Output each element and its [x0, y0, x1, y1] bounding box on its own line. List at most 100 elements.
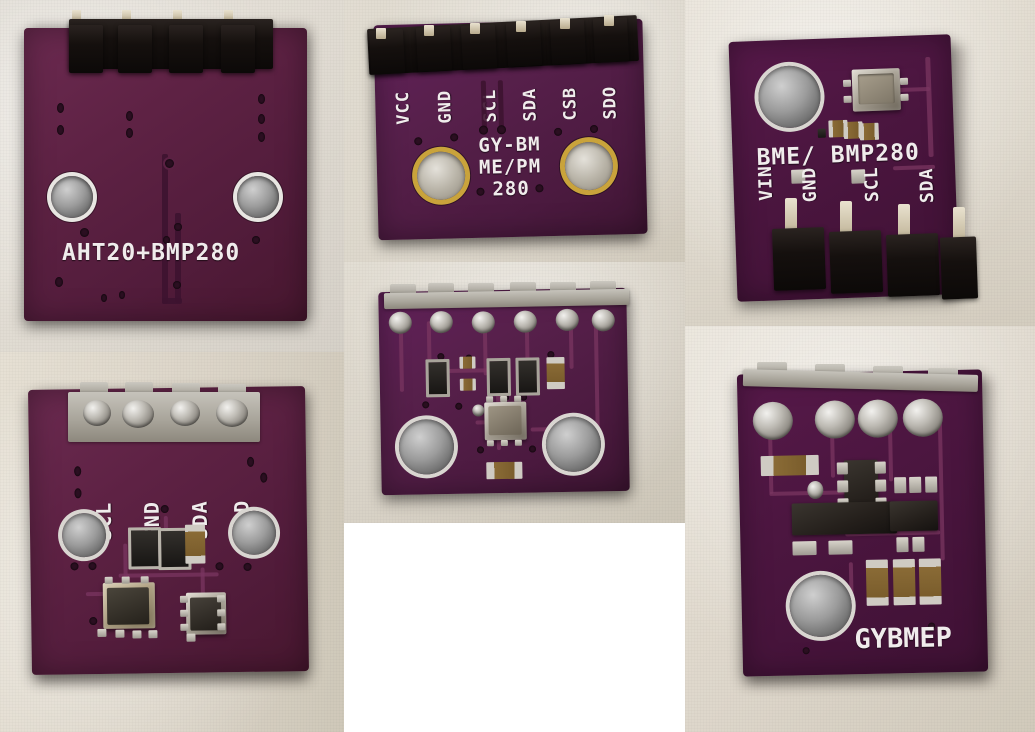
smd-resistor — [859, 122, 880, 141]
sensor-pad — [148, 630, 158, 639]
ic-pad — [875, 479, 887, 492]
sensor-pad — [180, 623, 189, 631]
smd-resistor — [760, 454, 819, 477]
solder-joint — [591, 309, 615, 332]
sensor-pad — [514, 439, 522, 446]
via — [258, 114, 265, 124]
header-pin-tip — [173, 10, 182, 22]
smd-pad — [925, 476, 938, 493]
sensor-pad — [500, 395, 508, 403]
via — [55, 277, 63, 287]
solder-joint — [902, 398, 944, 438]
smd-pad — [792, 540, 817, 556]
pcb-trace — [162, 298, 182, 304]
smd-resistor — [459, 356, 476, 369]
mounting-hole — [564, 141, 614, 191]
header-pin-tip — [424, 25, 434, 36]
sensor-pad — [216, 595, 226, 603]
pin-header — [415, 26, 453, 72]
header-plastic-notch — [590, 281, 616, 291]
pin-label-sda: SDA — [519, 87, 541, 122]
smd-resistor — [892, 558, 916, 606]
silkscreen-label: GYBMEP — [854, 622, 953, 656]
smd-resistor — [918, 558, 942, 605]
pin-label-scl: SCL — [860, 166, 884, 203]
via — [450, 133, 459, 142]
bme280-sensor — [851, 68, 902, 112]
mounting-hole — [545, 416, 602, 473]
pin-label-gnd: GND — [798, 166, 822, 203]
smd-pad — [896, 537, 909, 553]
panel-bottom-middle — [344, 262, 685, 523]
solder-joint — [513, 310, 537, 333]
silkscreen-label: AHT20+BMP280 — [62, 240, 241, 266]
via — [535, 184, 544, 193]
smd-resistor — [486, 461, 523, 480]
via — [57, 103, 64, 113]
header-plastic-notch — [428, 283, 454, 293]
via — [476, 446, 485, 454]
via — [74, 466, 82, 477]
header-plastic-notch — [80, 382, 108, 394]
via — [455, 402, 463, 410]
via — [163, 157, 176, 170]
voltage-regulator — [889, 500, 939, 532]
smd-pad — [894, 477, 907, 494]
pin-header — [939, 236, 979, 300]
header-pin-tip — [516, 21, 526, 32]
via — [70, 562, 79, 571]
via — [528, 445, 537, 453]
sensor-pad — [486, 396, 494, 403]
pcb-board — [378, 287, 630, 496]
via — [126, 128, 133, 138]
via — [74, 488, 82, 499]
solder-joint — [83, 400, 111, 426]
header-pin-tip — [122, 10, 131, 22]
sensor-pad — [514, 395, 522, 402]
sensor-pad — [217, 623, 226, 631]
via — [478, 125, 489, 135]
smd-component — [515, 357, 541, 396]
pin-label-gnd: GND — [435, 89, 456, 124]
panel-top-left: AHT20+BMP280 — [0, 0, 344, 352]
sensor-pad — [97, 628, 107, 638]
header-plastic-notch — [550, 282, 576, 292]
via — [422, 401, 430, 409]
via — [553, 127, 563, 136]
header-pin-tip — [376, 28, 386, 39]
ic-pad — [874, 461, 886, 474]
smd-resistor — [184, 524, 206, 564]
header-plastic-notch — [125, 382, 153, 394]
silkscreen-label: ME/PM — [478, 155, 542, 179]
smd-component — [425, 358, 451, 398]
pcb-trace — [925, 56, 934, 158]
sensor-pad — [486, 440, 494, 447]
pin-label-sdo: SDO — [599, 85, 621, 120]
smd-component — [127, 527, 162, 570]
smd-resistor — [865, 559, 889, 606]
pin-label-csb: CSB — [559, 86, 581, 121]
solder-joint — [752, 401, 794, 441]
silkscreen-label: GY-BM — [478, 133, 541, 157]
pcb-trace — [162, 154, 168, 304]
sensor-pad — [217, 609, 226, 617]
pin-header — [221, 25, 255, 73]
pin-label-vcc: VCC — [393, 90, 414, 125]
header-pin-tip — [72, 10, 81, 22]
panel-bottom-left: SCL GND SDA VDD — [0, 352, 344, 732]
pin-label-vin: VIN — [754, 164, 778, 202]
sensor-pad — [132, 630, 142, 639]
pcb-board: AHT20+BMP280 — [24, 28, 307, 321]
via — [163, 236, 170, 244]
mounting-hole — [789, 574, 853, 638]
mounting-hole — [416, 151, 466, 201]
via — [80, 228, 89, 237]
sensor-pad — [899, 77, 909, 85]
pin-header — [771, 227, 827, 291]
mounting-hole — [237, 176, 279, 218]
via — [101, 294, 107, 302]
pcb-board: GYBMEP — [736, 369, 989, 677]
sensor-pad — [115, 629, 125, 638]
ic-pad — [836, 462, 848, 475]
via — [243, 562, 252, 571]
